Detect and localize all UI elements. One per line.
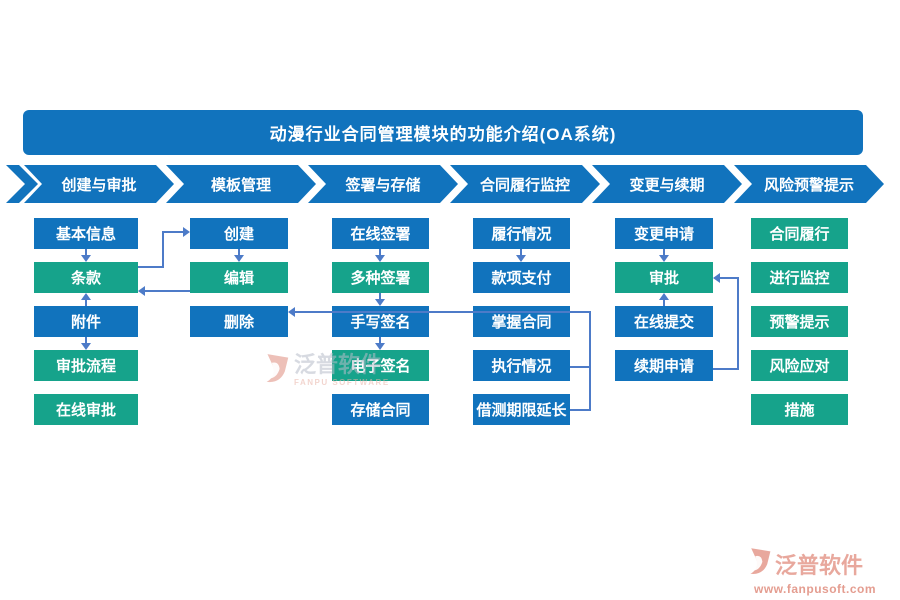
arrowhead-right <box>183 227 190 237</box>
flow-node: 多种签署 <box>332 262 429 293</box>
arrowhead-down <box>375 343 385 350</box>
connector-segment <box>737 277 739 370</box>
stage-header-template: 模板管理 <box>166 165 316 203</box>
arrowhead-left <box>288 307 295 317</box>
flow-node: 删除 <box>190 306 288 337</box>
connector-segment <box>379 337 381 344</box>
connector-segment <box>570 366 591 368</box>
connector-segment <box>85 249 87 257</box>
connector-segment <box>713 368 739 370</box>
arrowhead-down <box>375 299 385 306</box>
connector-segment <box>720 277 739 279</box>
arrowhead-down <box>659 255 669 262</box>
fanpu-logo-icon <box>264 352 290 389</box>
stage-header-create-approve: 创建与审批 <box>24 165 174 203</box>
connector-segment <box>520 249 522 257</box>
flow-node: 电子签名 <box>332 350 429 381</box>
flow-node: 款项支付 <box>473 262 570 293</box>
flow-node: 附件 <box>34 306 138 337</box>
flow-node: 在线提交 <box>615 306 713 337</box>
flow-node: 续期申请 <box>615 350 713 381</box>
arrowhead-down <box>81 343 91 350</box>
flow-node: 编辑 <box>190 262 288 293</box>
flow-node: 审批 <box>615 262 713 293</box>
connector-segment <box>138 266 164 268</box>
connector-segment <box>663 249 665 257</box>
arrowhead-down <box>81 255 91 262</box>
stage-header-change-renew: 变更与续期 <box>592 165 742 203</box>
flow-node: 履行情况 <box>473 218 570 249</box>
connector-segment <box>162 231 183 233</box>
flow-node: 措施 <box>751 394 848 425</box>
flow-node: 执行情况 <box>473 350 570 381</box>
arrowhead-left <box>713 273 720 283</box>
flow-node: 在线签署 <box>332 218 429 249</box>
arrowhead-down <box>234 255 244 262</box>
flow-node: 基本信息 <box>34 218 138 249</box>
stage-header-risk-alert: 风险预警提示 <box>734 165 884 203</box>
connector-segment <box>379 293 381 300</box>
arrowhead-down <box>375 255 385 262</box>
flow-node: 在线审批 <box>34 394 138 425</box>
arrowhead-up <box>81 293 91 300</box>
flow-node: 审批流程 <box>34 350 138 381</box>
watermark-url: www.fanpusoft.com <box>754 582 877 596</box>
flow-node: 风险应对 <box>751 350 848 381</box>
connector-segment <box>570 409 591 411</box>
flow-node: 变更申请 <box>615 218 713 249</box>
flow-node: 条款 <box>34 262 138 293</box>
arrowhead-down <box>516 255 526 262</box>
connector-segment <box>145 290 190 292</box>
flow-node: 合同履行 <box>751 218 848 249</box>
connector-segment <box>85 299 87 306</box>
watermark-corner: 泛普软件 www.fanpusoft.com <box>748 546 876 596</box>
diagram-title: 动漫行业合同管理模块的功能介绍(OA系统) <box>23 110 863 155</box>
flow-node: 进行监控 <box>751 262 848 293</box>
connector-segment <box>238 249 240 257</box>
flow-node: 借测期限延长 <box>473 394 570 425</box>
connector-segment <box>379 249 381 257</box>
arrowhead-left <box>138 286 145 296</box>
stage-header-monitor: 合同履行监控 <box>450 165 600 203</box>
stage-header-sign-store: 签署与存储 <box>308 165 458 203</box>
connector-segment <box>589 311 591 411</box>
connector-segment <box>663 299 665 306</box>
connector-segment <box>162 232 164 268</box>
fanpu-logo-icon <box>748 546 772 581</box>
watermark-brand: 泛普软件 <box>775 552 864 578</box>
arrowhead-up <box>659 293 669 300</box>
connector-segment <box>85 337 87 344</box>
connector-segment <box>295 311 591 313</box>
flow-node: 存储合同 <box>332 394 429 425</box>
flow-node: 预警提示 <box>751 306 848 337</box>
flow-node: 创建 <box>190 218 288 249</box>
